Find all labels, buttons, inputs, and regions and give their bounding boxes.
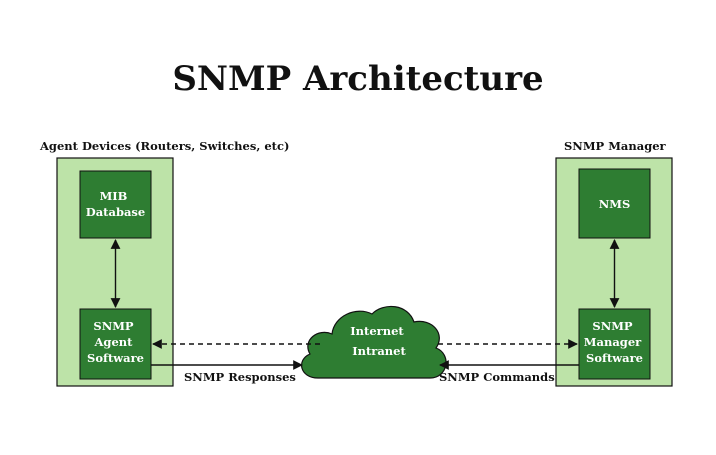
agent-line-2: Agent bbox=[94, 335, 134, 349]
manager-line-1: SNMP bbox=[592, 319, 633, 333]
snmp-manager-software-box bbox=[578, 308, 651, 380]
nms-text: NMS bbox=[599, 197, 631, 211]
cloud-line-1: Internet bbox=[350, 324, 404, 338]
internet-cloud bbox=[301, 305, 447, 379]
agent-line-3: Software bbox=[87, 351, 144, 365]
agent-devices-label: Agent Devices (Routers, Switches, etc) bbox=[39, 139, 289, 153]
snmp-agent-software-text: SNMP Agent Software bbox=[87, 319, 144, 365]
snmp-manager-label: SNMP Manager bbox=[564, 139, 667, 153]
snmp-agent-software-box bbox=[79, 308, 152, 380]
agent-line-1: SNMP bbox=[93, 319, 134, 333]
snmp-commands-label: SNMP Commands bbox=[439, 370, 555, 384]
mib-database-box bbox=[79, 170, 152, 239]
manager-line-3: Software bbox=[586, 351, 643, 365]
snmp-responses-label: SNMP Responses bbox=[184, 370, 296, 384]
cloud-text: Internet Intranet bbox=[350, 324, 407, 358]
mib-line-2: Database bbox=[86, 205, 145, 219]
mib-line-1: MIB bbox=[100, 189, 128, 203]
snmp-manager-software-text: SNMP Manager Software bbox=[584, 319, 645, 365]
mib-database-text: MIB Database bbox=[86, 189, 145, 219]
nms-box bbox=[578, 168, 651, 239]
cloud-line-2: Intranet bbox=[352, 344, 406, 358]
manager-line-2: Manager bbox=[584, 335, 642, 349]
diagram-title: SNMP Architecture bbox=[172, 59, 543, 99]
